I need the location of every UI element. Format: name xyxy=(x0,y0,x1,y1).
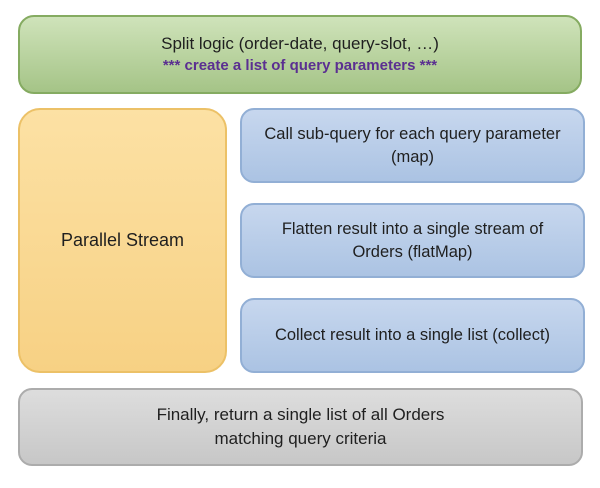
step-map-label: Call sub-query for each query parameter … xyxy=(264,125,561,166)
split-logic-note: *** create a list of query parameters **… xyxy=(162,57,438,75)
step-flatmap-label: Flatten result into a single stream of O… xyxy=(281,220,544,261)
parallel-stream-box: Parallel Stream xyxy=(18,108,227,373)
step-map-box: Call sub-query for each query parameter … xyxy=(240,108,585,183)
step-flatmap-box: Flatten result into a single stream of O… xyxy=(240,203,585,278)
step-collect-label: Collect result into a single list (colle… xyxy=(274,326,551,345)
result-box: Finally, return a single list of all Ord… xyxy=(18,388,583,466)
result-label-line1: Finally, return a single list of all Ord… xyxy=(156,405,445,425)
step-collect-box: Collect result into a single list (colle… xyxy=(240,298,585,373)
split-logic-label: Split logic (order-date, query-slot, …) xyxy=(161,33,439,53)
split-logic-box: Split logic (order-date, query-slot, …) … xyxy=(18,15,582,94)
parallel-stream-label: Parallel Stream xyxy=(60,230,185,250)
result-label-line2: matching query criteria xyxy=(214,429,387,448)
